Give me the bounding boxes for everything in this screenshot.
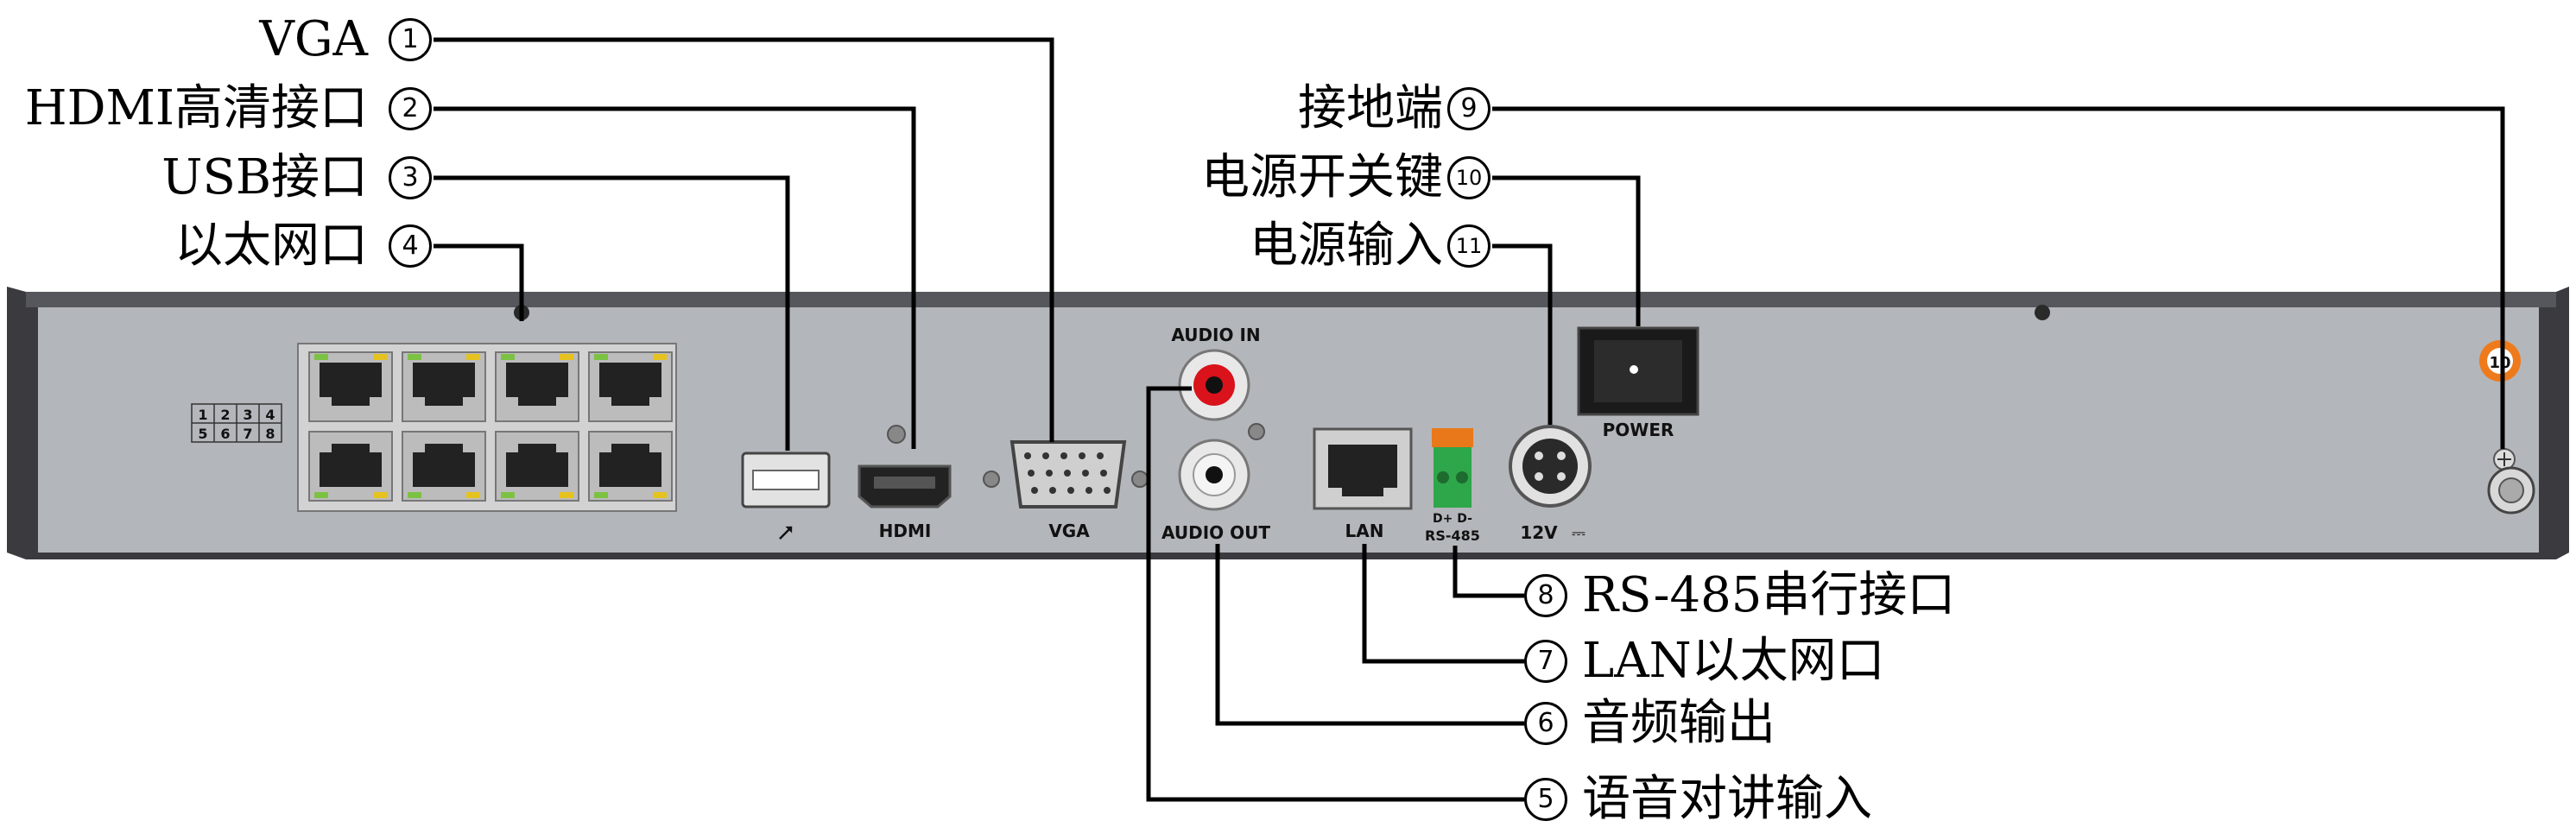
usb-port: ⭧	[741, 452, 831, 547]
power-panel-label: POWER	[1603, 420, 1674, 440]
rj45-socket	[308, 431, 393, 502]
power-switch: POWER	[1577, 326, 1699, 440]
rj45-socket	[588, 351, 673, 422]
callout-label-intercom-in: 语音对讲输入	[1582, 771, 1872, 827]
dc-symbol: ⎓	[1572, 522, 1585, 543]
rs485-panel-label: RS-485	[1425, 527, 1480, 544]
leader-line-9	[1492, 106, 2505, 449]
callout-number-7: 7	[1524, 640, 1567, 683]
vga-pin	[1104, 487, 1111, 494]
vga-pin	[1064, 470, 1071, 477]
hdmi-port: HDMI	[858, 425, 952, 541]
dc-power-input: 12V ⎓	[1509, 425, 1592, 543]
rj45-socket	[495, 431, 579, 502]
leader-line-1	[434, 37, 1054, 442]
leader-line-11	[1492, 243, 1553, 425]
callout-number-4: 4	[389, 224, 432, 268]
callout-number-1: 1	[389, 18, 432, 61]
ethernet-port-block	[297, 343, 677, 512]
sticker-label: 10	[2489, 354, 2510, 372]
callout-number-8: 8	[1524, 574, 1567, 617]
callout-number-3: 3	[389, 156, 432, 199]
vga-pin	[1067, 487, 1074, 494]
port-grid-8: 8	[265, 426, 275, 442]
port-grid-2: 2	[220, 407, 230, 423]
callout-number-6: 6	[1524, 702, 1567, 745]
leader-line-4	[434, 243, 524, 321]
vga-pin	[1100, 470, 1107, 477]
lan-port: LAN	[1313, 427, 1413, 541]
audio-in-label: AUDIO IN	[1171, 325, 1260, 345]
callout-label-power-switch: 电源开关键	[1201, 149, 1443, 205]
usb-icon: ⭧	[778, 519, 794, 547]
leader-line-7	[1362, 544, 1524, 664]
leader-line-2	[434, 106, 916, 449]
port-grid-3: 3	[243, 407, 252, 423]
callout-label-hdmi: HDMI高清接口	[24, 80, 368, 136]
rj45-socket	[588, 431, 673, 502]
warning-sticker: 10	[2479, 340, 2521, 382]
port-grid-7: 7	[243, 426, 252, 442]
callout-label-audio-out: 音频输出	[1582, 695, 1775, 751]
callout-number-2: 2	[389, 87, 432, 130]
callout-number-9: 9	[1447, 87, 1491, 130]
callout-label-power-input: 电源输入	[1250, 218, 1443, 274]
rj45-socket	[495, 351, 579, 422]
vga-pin	[1024, 452, 1031, 459]
leader-line-3	[434, 175, 790, 451]
vga-pin	[1028, 470, 1035, 477]
lan-panel-label: LAN	[1345, 521, 1384, 541]
ground-terminal	[2487, 448, 2535, 515]
rj45-socket	[402, 351, 486, 422]
rj45-socket	[402, 431, 486, 502]
callout-label-rs485: RS-485串行接口	[1582, 567, 1956, 623]
power-in-panel-label: 12V	[1520, 522, 1558, 543]
hdmi-panel-label: HDMI	[879, 521, 932, 541]
leader-line-10	[1492, 175, 1641, 326]
callout-label-vga: VGA	[259, 11, 368, 67]
callout-number-11: 11	[1447, 224, 1491, 268]
callout-label-ground: 接地端	[1298, 80, 1443, 136]
vga-pin	[1049, 487, 1056, 494]
rj45-socket	[308, 351, 393, 422]
leader-lines	[434, 37, 2505, 802]
port-grid-4: 4	[265, 407, 275, 423]
callout-number-10: 10	[1447, 156, 1491, 199]
vga-pin	[1097, 452, 1104, 459]
leader-line-8	[1453, 546, 1524, 598]
callout-label-usb: USB接口	[161, 149, 368, 205]
callout-number-5: 5	[1524, 778, 1567, 821]
vga-panel-label: VGA	[1048, 521, 1090, 541]
vga-port: VGA	[983, 440, 1149, 541]
audio-jacks: AUDIO IN AUDIO OUT	[1161, 325, 1270, 543]
vga-pin	[1079, 452, 1085, 459]
callout-label-lan: LAN以太网口	[1582, 633, 1885, 689]
leader-line-6	[1215, 544, 1524, 726]
callout-label-ethernet: 以太网口	[174, 218, 368, 274]
vga-pin	[1031, 487, 1038, 494]
port-grid-6: 6	[220, 426, 230, 442]
vga-pin	[1082, 470, 1089, 477]
vga-pin	[1060, 452, 1067, 459]
rs485-terminal: D+ D- RS-485	[1425, 428, 1480, 544]
port-grid-5: 5	[198, 426, 207, 442]
vga-pin	[1085, 487, 1092, 494]
leader-line-5	[1146, 386, 1524, 802]
rs485-pins-label: D+ D-	[1433, 512, 1472, 526]
vga-pin	[1042, 452, 1049, 459]
port-grid-1: 1	[198, 407, 207, 423]
audio-out-label: AUDIO OUT	[1161, 522, 1270, 543]
vga-pin	[1046, 470, 1053, 477]
port-number-grid: 1 2 3 4 5 6 7 8	[191, 403, 282, 443]
